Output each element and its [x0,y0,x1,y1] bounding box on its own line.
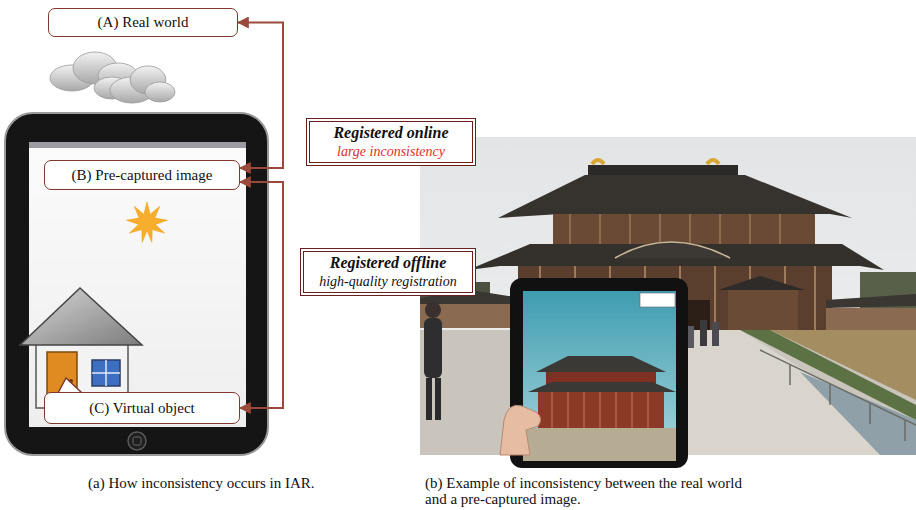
temple-photo-part [500,405,541,455]
house-icon [20,288,142,408]
box-subtitle: large inconsistency [337,143,445,161]
temple-photo-part-part [869,403,871,424]
house-icon-part [92,360,120,386]
house-icon-part [58,378,82,393]
temple-photo-part-part [779,214,780,244]
temple-photo-part [426,378,432,420]
temple-photo-part-part [552,392,553,428]
temple-photo-part [615,242,730,258]
layer-box: (A) Real world [48,8,238,37]
temple-photo-part [826,308,916,330]
cloud-icon [50,52,175,103]
temple-photo-part-part [599,214,600,244]
temple-photo-part [700,320,707,346]
temple-photo-part [800,372,916,455]
house-icon-part [92,372,120,374]
sun-icon [127,202,168,242]
temple-photo-part [707,160,719,164]
temple-photo-part-part [789,365,791,385]
tablet-device [5,113,268,455]
temple-photo-part [498,175,852,218]
layer-box: (B) Pre-captured image [44,160,240,190]
temple-photo-part-part [648,392,649,428]
registration-note: Registered offlinehigh-quality registrat… [300,248,476,296]
box-title: Registered offline [330,253,447,273]
temple-photo-part-part [629,214,630,244]
temple-photo-part [728,290,798,330]
temple-photo-part [592,160,604,164]
temple-photo-part [528,382,676,392]
figure-caption: (a) How inconsistency occurs in IAR. [88,475,315,491]
box-title: (C) Virtual object [89,399,194,418]
registration-note: Registered onlinelarge inconsistency [306,118,476,166]
tablet-device-part [128,432,146,450]
temple-photo-part-part [719,214,720,244]
tablet-device-part [5,113,268,455]
temple-photo-part [435,378,441,420]
tablet-device-part [29,142,246,148]
temple-photo-part-part [616,392,617,428]
registration-arrow [238,23,283,169]
temple-photo [420,137,916,468]
temple-photo-part [510,278,688,468]
temple-photo-part [826,294,916,308]
box-title: Registered online [333,123,448,143]
temple-photo-part-part [569,214,570,244]
temple-photo-part [523,291,676,461]
temple-photo-part-part [904,420,906,441]
box-subtitle: high-quality registration [319,273,457,291]
layer-box: (C) Virtual object [44,392,240,424]
tablet-device-part [133,437,141,445]
temple-photo-part [552,392,648,428]
temple-photo-part-part [689,214,690,244]
temple-photo-part-part [568,392,569,428]
temple-photo-part [760,350,916,441]
temple-photo-part-part [760,350,916,425]
temple-photo-part-part [749,214,750,244]
temple-photo-part [640,293,675,307]
house-icon-part [20,288,142,345]
registration-arrow [240,182,283,408]
temple-photo-part-part [584,392,585,428]
cloud-icon-part [145,82,175,102]
temple-photo-part [425,302,441,318]
temple-photo-part-part [814,266,816,332]
temple-photo-part [588,165,738,175]
temple-photo-part [523,428,676,461]
temple-photo-part [712,322,719,346]
temple-photo-part [553,214,815,244]
figure-caption: (b) Example of inconsistency between the… [425,475,747,507]
temple-photo-part [718,276,805,290]
temple-photo-part-part [829,384,831,405]
temple-photo-part-part [600,392,601,428]
tablet-device-part [29,142,246,427]
temple-photo-part-part [659,214,660,244]
temple-photo-part-part [632,392,633,428]
temple-photo-part [740,330,916,420]
temple-photo-part [570,214,780,244]
box-title: (B) Pre-captured image [72,166,213,185]
temple-photo-part [688,326,694,348]
temple-photo-part [536,356,666,372]
box-title: (A) Real world [98,13,189,32]
temple-photo-part [424,318,442,378]
temple-photo-part [538,392,664,428]
